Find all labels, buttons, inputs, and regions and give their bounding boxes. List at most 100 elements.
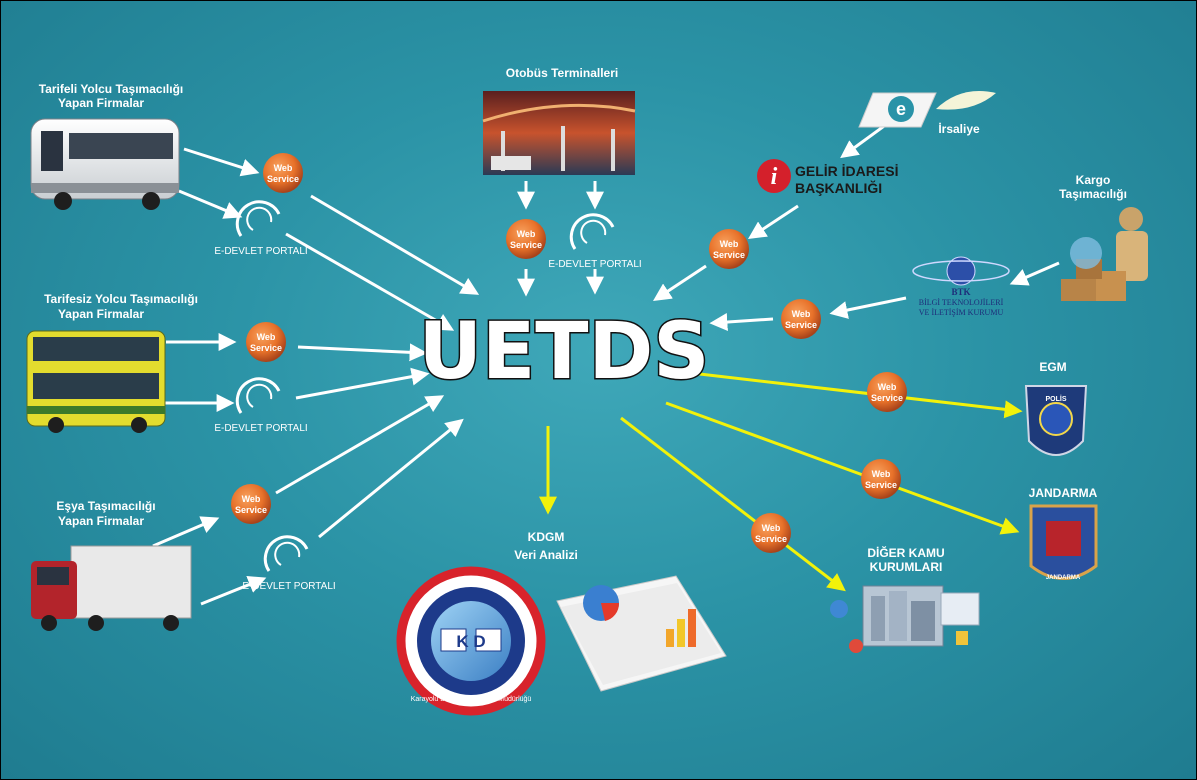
- truck-icon: [31, 545, 192, 631]
- svg-text:Service: Service: [510, 240, 542, 250]
- webservice-badge-6: Web Service: [781, 299, 821, 339]
- outgoing-arrows: [539, 371, 1023, 592]
- arrow-ws6-center: [709, 313, 774, 332]
- webservice-badge-7: Web Service: [867, 372, 907, 412]
- webservice-badge-9: Web Service: [751, 513, 791, 553]
- webservice-badge-8: Web Service: [861, 459, 901, 499]
- webservice-badge-5: Web Service: [709, 229, 749, 269]
- arrow-ws5-center: [652, 264, 707, 301]
- svg-text:Web: Web: [720, 239, 739, 249]
- arrow-ed1-center: [285, 232, 455, 331]
- arrow-ed2-center: [295, 367, 430, 400]
- leaf-icon: [936, 91, 996, 110]
- svg-text:E-DEVLET PORTALI: E-DEVLET PORTALI: [548, 259, 641, 270]
- terminal-photo-icon: [482, 91, 636, 175]
- svg-text:Service: Service: [755, 534, 787, 544]
- svg-text:Web: Web: [792, 309, 811, 319]
- svg-text:Web: Web: [762, 523, 781, 533]
- diger-line1: DİĞER KAMU: [867, 545, 944, 560]
- svg-text:Web: Web: [257, 332, 276, 342]
- source-tarifeli: Tarifeli Yolcu Taşımacılığı Yapan Firmal…: [30, 82, 184, 210]
- arrow-bus1-ws: [183, 147, 260, 177]
- arrow-truck-edevlet: [200, 576, 267, 606]
- esya-label-line2: Yapan Firmalar: [58, 514, 144, 528]
- eirsaliye-letter: e: [896, 99, 906, 119]
- tarifeli-label-line1: Tarifeli Yolcu Taşımacılığı: [39, 82, 184, 96]
- arrow-btk-ws: [829, 296, 907, 319]
- source-otobus: Otobüs Terminalleri: [482, 66, 636, 175]
- arrow-center-jandarma: [665, 401, 1020, 535]
- target-egm: EGM POLİS: [1024, 360, 1088, 456]
- btk-line2: VE İLETİŞİM KURUMU: [919, 308, 1004, 317]
- jandarma-label: JANDARMA: [1029, 486, 1098, 500]
- edevlet-logo-2: E-DEVLET PORTALI: [214, 377, 308, 434]
- svg-text:Web: Web: [878, 382, 897, 392]
- arrow-gib-ws: [747, 204, 799, 239]
- egm-label: EGM: [1039, 360, 1066, 374]
- arrow-ws1-center: [310, 194, 480, 295]
- center-title: UETDS: [419, 307, 710, 397]
- tarifeli-label-line2: Yapan Firmalar: [58, 96, 144, 110]
- kargo-line2: Taşımacılığı: [1059, 187, 1127, 201]
- esya-label-line1: Eşya Taşımacılığı: [56, 499, 155, 513]
- government-dashboard-icon: [830, 585, 980, 653]
- edevlet-logo-4: E-DEVLET PORTALI: [548, 213, 642, 270]
- svg-text:Web: Web: [242, 494, 261, 504]
- webservice-badge-3: Web Service: [231, 484, 271, 524]
- svg-text:Service: Service: [785, 320, 817, 330]
- webservice-badge-2: Web Service: [246, 322, 286, 362]
- eirsaliye-label: İrsaliye: [938, 121, 980, 136]
- btk-line1: BİLGİ TEKNOLOJİLERİ: [919, 298, 1004, 307]
- webservice-badge-1: Web Service: [263, 153, 303, 193]
- arrow-truck-ws: [152, 516, 220, 548]
- svg-text:Service: Service: [865, 480, 897, 490]
- incoming-arrows: [152, 119, 1060, 606]
- tarifesiz-label-line1: Tarifesiz Yolcu Taşımacılığı: [44, 292, 198, 306]
- kdgm-logo-ring: Karayolu Düzenleme Genel Müdürlüğü: [411, 696, 532, 703]
- courier-boxes-icon: [1061, 207, 1148, 301]
- otobus-label: Otobüs Terminalleri: [506, 66, 618, 80]
- arrow-ws3-center: [275, 395, 445, 495]
- svg-text:Service: Service: [250, 343, 282, 353]
- btk-logo: BTK BİLGİ TEKNOLOJİLERİ VE İLETİŞİM KURU…: [912, 256, 1010, 317]
- jandarma-badge-icon: JANDARMA: [1029, 504, 1098, 581]
- report-charts-icon: [556, 575, 727, 692]
- target-jandarma: JANDARMA JANDARMA: [1029, 486, 1098, 581]
- svg-text:E-DEVLET PORTALI: E-DEVLET PORTALI: [214, 246, 307, 257]
- kdgm-logo-letters: K D: [456, 632, 485, 651]
- source-kargo: Kargo Taşımacılığı: [1059, 173, 1148, 301]
- eirsaliye-logo: e İrsaliye: [858, 91, 996, 136]
- kargo-line1: Kargo: [1076, 173, 1111, 187]
- kdgm-line2: Veri Analizi: [514, 548, 578, 562]
- btk-abbr: BTK: [951, 287, 970, 297]
- webservice-badge-4: Web Service: [506, 219, 546, 259]
- svg-text:E-DEVLET PORTALI: E-DEVLET PORTALI: [242, 581, 335, 592]
- arrow-ed3-center: [318, 418, 464, 539]
- target-kdgm: KDGM Veri Analizi K D Karayolu Düzenleme…: [396, 530, 727, 716]
- edevlet-logo-1: E-DEVLET PORTALI: [214, 200, 308, 257]
- svg-text:i: i: [771, 164, 778, 190]
- target-diger: DİĞER KAMU KURUMLARI: [830, 545, 980, 653]
- coach-bus-icon: [30, 118, 180, 210]
- tarifesiz-label-line2: Yapan Firmalar: [58, 307, 144, 321]
- svg-text:Service: Service: [235, 505, 267, 515]
- arrow-center-diger: [620, 416, 846, 592]
- source-esya: Eşya Taşımacılığı Yapan Firmalar: [31, 499, 192, 631]
- kdgm-logo: K D Karayolu Düzenleme Genel Müdürlüğü: [396, 566, 546, 716]
- globe-icon: [946, 256, 976, 286]
- gib-line1: GELİR İDARESİ: [795, 163, 898, 179]
- arrow-center-egm: [690, 371, 1023, 419]
- gib-logo: i GELİR İDARESİ BAŞKANLIĞI: [757, 159, 898, 196]
- svg-text:Service: Service: [267, 174, 299, 184]
- svg-text:Service: Service: [871, 393, 903, 403]
- police-badge-icon: POLİS: [1024, 385, 1088, 456]
- egm-badge-text: POLİS: [1045, 395, 1066, 403]
- arrow-ws2-center: [297, 343, 428, 362]
- source-tarifesiz: Tarifesiz Yolcu Taşımacılığı Yapan Firma…: [26, 292, 198, 433]
- kdgm-line1: KDGM: [528, 530, 565, 544]
- arrow-kargo-btk: [1009, 261, 1060, 286]
- svg-text:Service: Service: [713, 250, 745, 260]
- svg-text:Web: Web: [274, 163, 293, 173]
- jandarma-badge-text: JANDARMA: [1046, 575, 1081, 581]
